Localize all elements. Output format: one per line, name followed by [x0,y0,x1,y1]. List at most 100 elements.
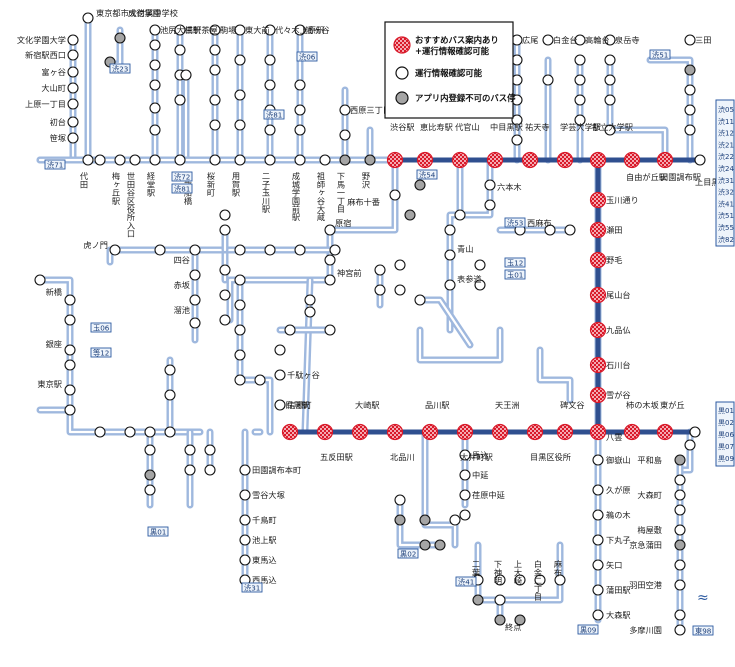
stop--icon[interactable] [564,224,576,236]
stop-ontakesan-icon[interactable] [592,454,604,466]
route-list-item[interactable]: 渋12 [718,129,734,138]
stop--icon[interactable] [149,39,161,51]
stop-kugahara-icon[interactable] [592,484,604,496]
stop-seta-recommended-icon[interactable] [589,221,607,239]
stop--icon[interactable] [254,374,266,386]
stop--icon[interactable] [144,469,156,481]
route-box-r-shibu53[interactable]: 渋53 [504,217,526,228]
stop-sakura-icon[interactable] [209,154,221,166]
stop-meguro-recommended-icon[interactable] [281,423,299,441]
stop--icon[interactable] [434,539,446,551]
stop--icon[interactable] [234,299,246,311]
stop--icon[interactable] [339,129,351,141]
stop--icon[interactable] [394,284,406,296]
stop--icon[interactable] [394,514,406,526]
stop--icon[interactable] [459,509,471,521]
stop-heiwajima-icon[interactable] [674,454,686,466]
stop-takanawa-icon[interactable] [574,34,586,46]
route-list-item[interactable]: 渋55 [718,223,734,232]
stop--icon[interactable] [124,426,136,438]
stop--icon[interactable] [164,426,176,438]
route-list-item[interactable]: 渋21 [718,140,734,149]
stop--icon[interactable] [284,324,296,336]
stop-toritsu-recommended-icon[interactable] [589,151,607,169]
stop--icon[interactable] [189,317,201,329]
stop--icon[interactable] [144,426,156,438]
stop-denen-recommended-icon[interactable] [656,151,674,169]
stop-ikejiri-icon[interactable] [149,24,161,36]
stop--icon[interactable] [684,84,696,96]
route-list-item[interactable]: 渋82 [718,235,734,244]
stop--icon[interactable] [209,119,221,131]
stop-daita-icon[interactable] [82,154,94,166]
stop--icon[interactable] [234,89,246,101]
stop-himon-recommended-icon[interactable] [556,423,574,441]
stop--icon[interactable] [604,124,616,136]
stop-shirokanedai2-icon[interactable] [534,574,546,586]
route-list-item-bottom[interactable]: 黒09 [718,455,734,463]
stop--icon[interactable] [542,74,554,86]
stop--icon[interactable] [264,54,276,66]
stop--icon[interactable] [204,444,216,456]
stop--icon[interactable] [174,44,186,56]
stop-tokyo-u-icon[interactable] [234,24,246,36]
stop--icon[interactable] [154,244,166,256]
stop--icon[interactable] [394,494,406,506]
stop--icon[interactable] [414,294,426,306]
stop--icon[interactable] [604,54,616,66]
stop-mita-icon[interactable] [684,34,696,46]
route-list-item-bottom[interactable]: 黒02 [718,419,734,427]
stop--icon[interactable] [184,444,196,456]
route-box-r-shibu06[interactable]: 渋06 [296,51,318,62]
stop--icon[interactable] [149,102,161,114]
stop-nakameguro-recommended-icon[interactable] [486,151,504,169]
stop--icon[interactable] [494,594,506,606]
stop-kakinokizaka-recommended-icon[interactable] [623,423,641,441]
route-box-r-other3[interactable]: 渋51 [649,49,671,60]
stop-unoki-icon[interactable] [592,509,604,521]
stop-azabu-icon[interactable] [389,189,401,201]
stop--icon[interactable] [234,349,246,361]
stop-keikyu-icon[interactable] [674,539,686,551]
stop--icon[interactable] [374,264,386,276]
stop--icon[interactable] [294,244,306,256]
stop--icon[interactable] [64,359,76,371]
stop-ebisu-recommended-icon[interactable] [416,151,434,169]
route-list-item[interactable]: 渋05 [718,105,734,114]
stop-shinjuku-icon[interactable] [67,49,79,61]
stop-yukigaya-recommended-icon[interactable] [589,386,607,404]
route-box-r-shibu71[interactable]: 渋71 [44,159,66,170]
stop--icon[interactable] [219,289,231,301]
stop-yoyogi-icon[interactable] [264,24,276,36]
stop--icon[interactable] [209,64,221,76]
stop--icon[interactable] [180,69,192,81]
stop--icon[interactable] [164,389,176,401]
stop--icon[interactable] [444,224,456,236]
stop--icon[interactable] [574,54,586,66]
stop--icon[interactable] [149,124,161,136]
stop--icon[interactable] [419,514,431,526]
stop--icon[interactable] [324,324,336,336]
stop--icon[interactable] [304,294,316,306]
stop-tameike-icon[interactable] [189,294,201,306]
stop-yuutenji-recommended-icon[interactable] [521,151,539,169]
stop--icon[interactable] [149,79,161,91]
stop--icon[interactable] [294,79,306,91]
route-list-item-bottom[interactable]: 黒07 [718,443,734,451]
stop-kamiosaki-icon[interactable] [514,574,526,586]
stop-yoga-icon[interactable] [234,154,246,166]
stop--icon[interactable] [234,54,246,66]
stop-hatsudai-icon[interactable] [67,116,79,128]
stop--icon[interactable] [219,314,231,326]
stop--icon[interactable] [94,426,106,438]
stop-shimouma-icon[interactable] [339,154,351,166]
route-list-item[interactable]: 渋32 [718,188,734,197]
route-box-r-other1[interactable]: 黒02 [397,548,419,559]
stop-noge-recommended-icon[interactable] [589,251,607,269]
stop-ishikawadai-recommended-icon[interactable] [589,356,607,374]
stop-nakanobu-icon[interactable] [459,469,471,481]
stop--icon[interactable] [164,364,176,376]
route-box-r-tama[interactable]: 玉12 [504,257,526,268]
stop--icon[interactable] [264,244,276,256]
stop-sendagaya-icon[interactable] [274,369,286,381]
